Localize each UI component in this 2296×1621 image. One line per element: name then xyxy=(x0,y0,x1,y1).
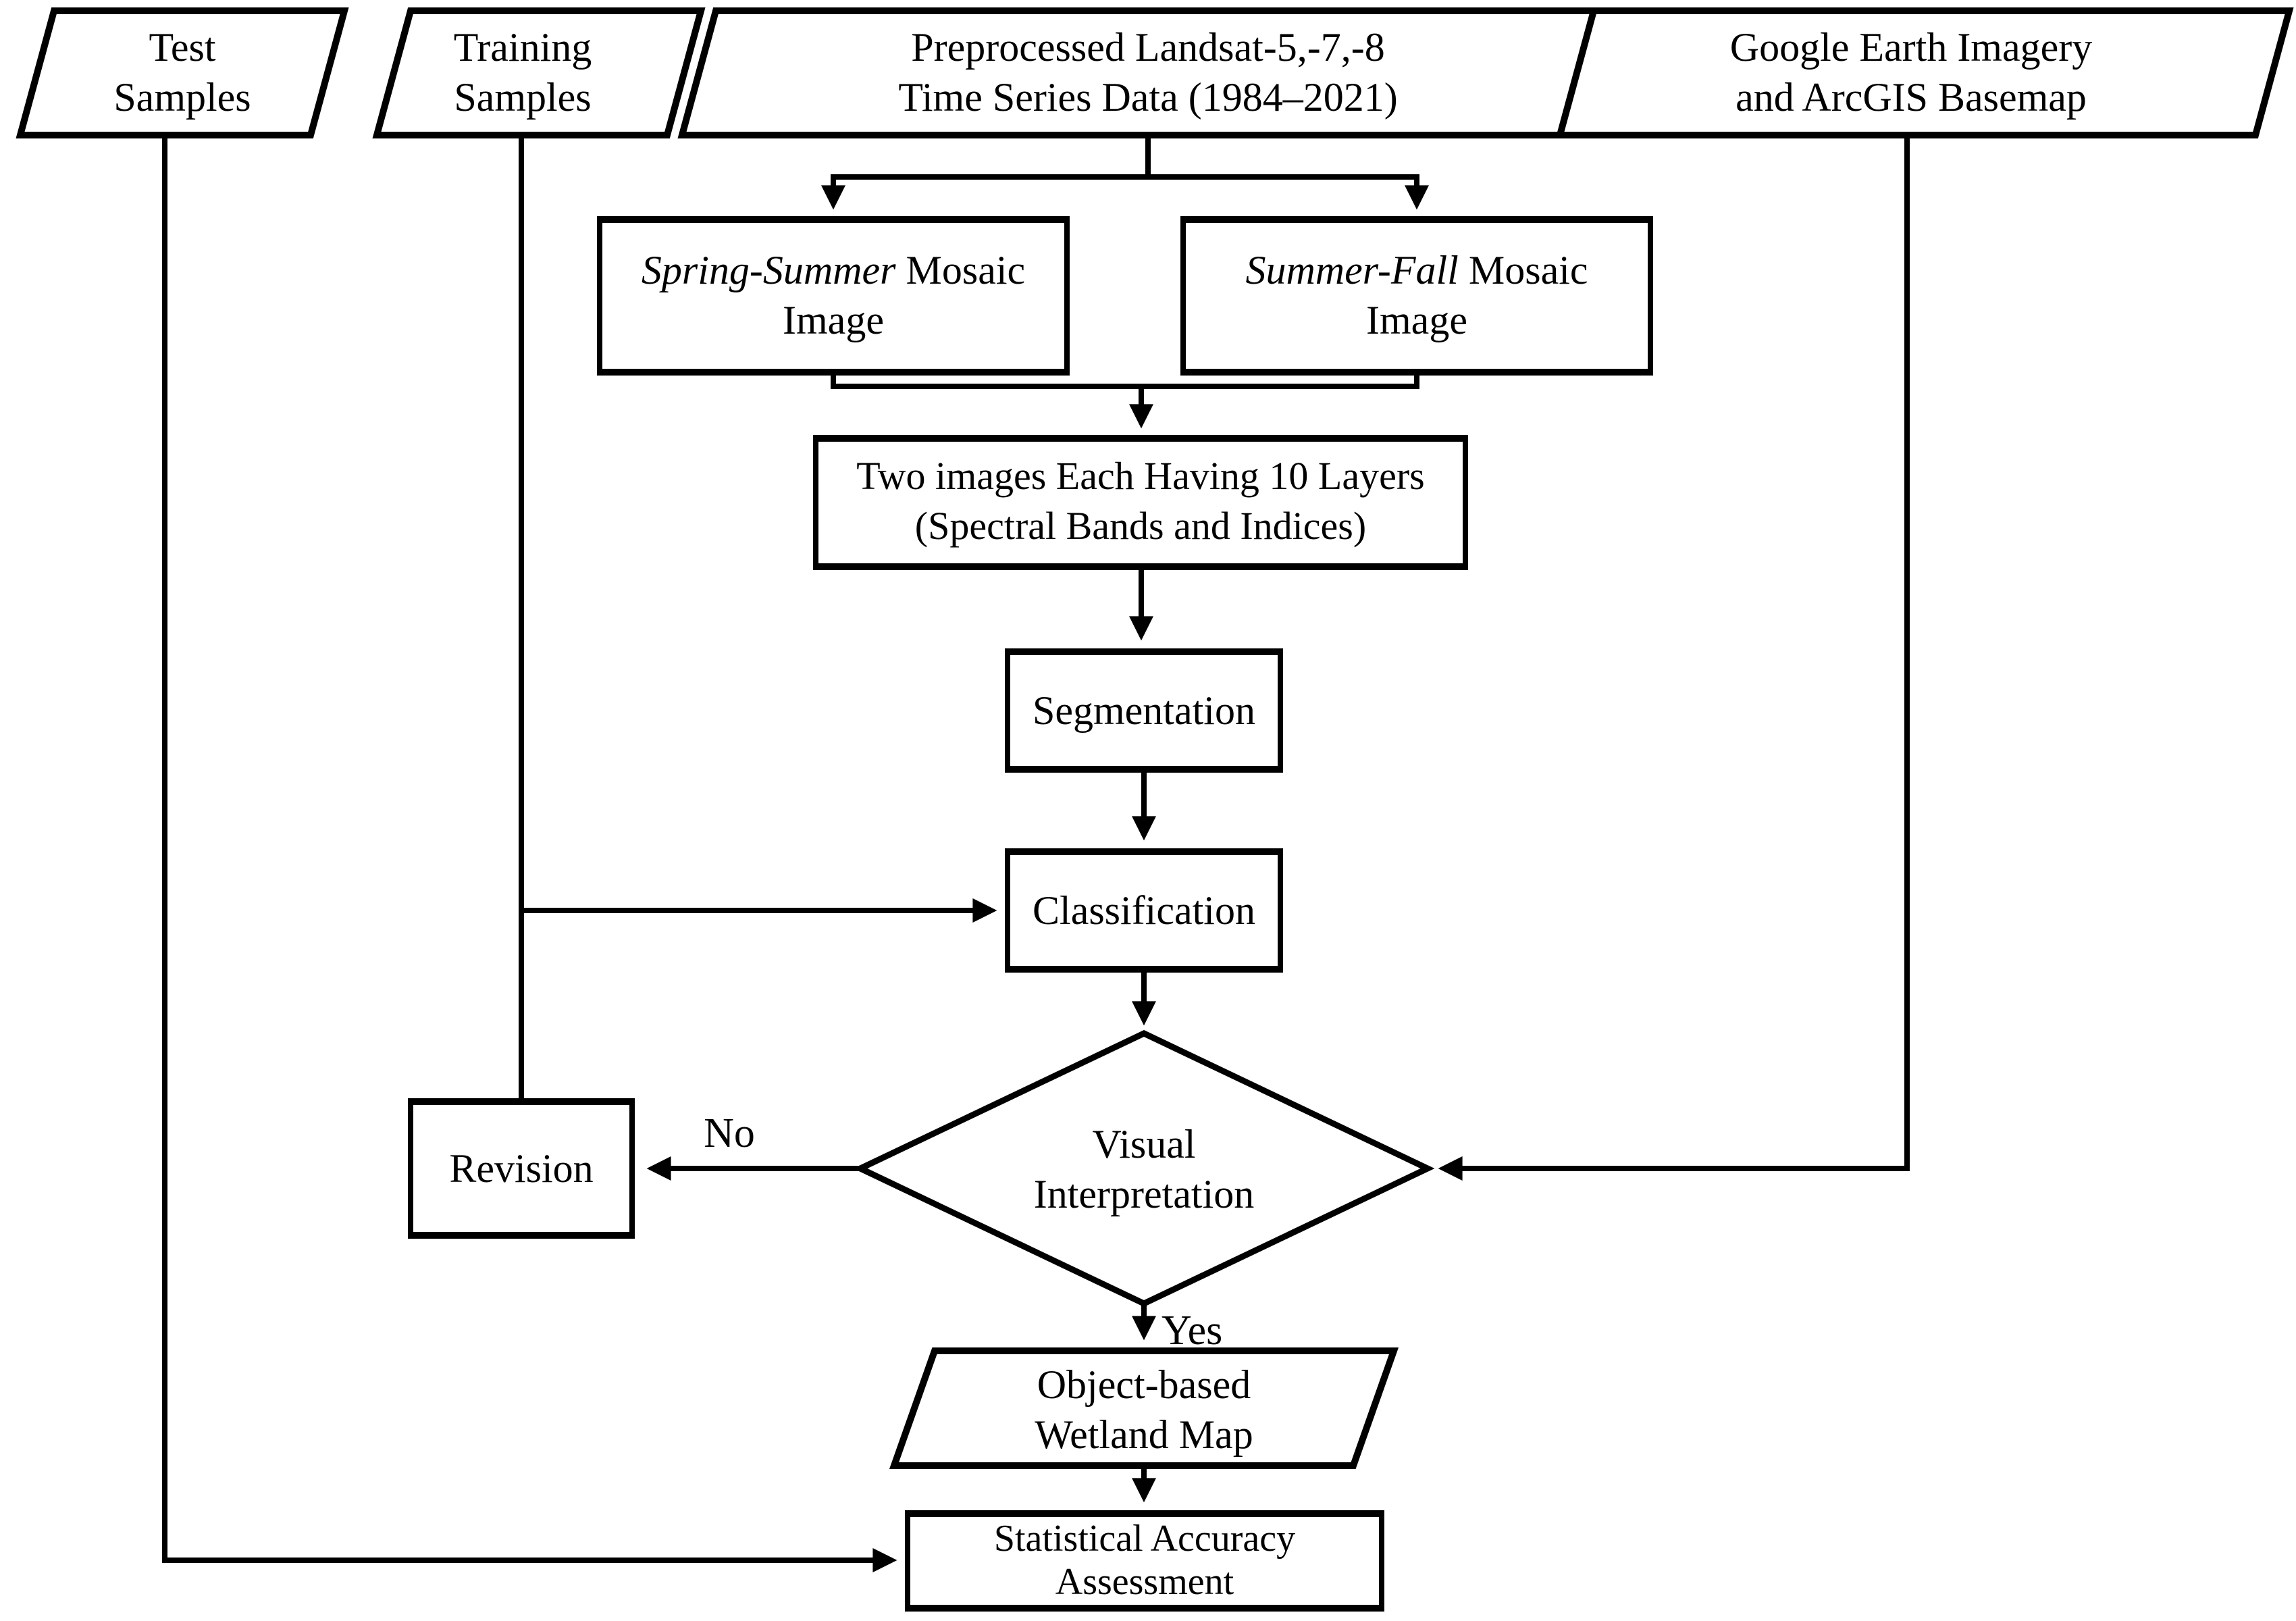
node-spring-summer-mosaic: Spring-Summer Mosaic Image xyxy=(597,216,1070,376)
visual-line2: Interpretation xyxy=(1033,1173,1255,1217)
fall-mosaic-line2: Image xyxy=(1366,299,1467,343)
spring-mosaic-line2: Image xyxy=(783,299,884,343)
classification-label: Classification xyxy=(1033,888,1255,933)
test-samples-label: Test Samples xyxy=(27,23,338,123)
google-earth-line2: and ArcGIS Basemap xyxy=(1736,76,2087,120)
fall-mosaic-italic-text: Summer-Fall xyxy=(1245,249,1459,293)
google-earth-line1: Google Earth Imagery xyxy=(1729,26,2093,70)
node-statistical-accuracy: Statistical Accuracy Assessment xyxy=(905,1510,1384,1612)
wetland-map-shape xyxy=(889,1347,1399,1469)
training-samples-label: Training Samples xyxy=(367,23,678,123)
google-earth-shape xyxy=(1555,7,2294,138)
fall-mosaic-regular-text: Mosaic xyxy=(1458,249,1588,293)
spring-mosaic-italic-text: Spring-Summer xyxy=(641,249,896,293)
visual-interpretation-label: Visual Interpretation xyxy=(941,1120,1347,1220)
training-samples-shape xyxy=(372,7,706,138)
accuracy-line1: Statistical Accuracy xyxy=(993,1518,1296,1560)
test-samples-shape xyxy=(16,7,349,138)
revision-label: Revision xyxy=(449,1146,594,1191)
edge-google-to-visual xyxy=(1438,135,1910,1181)
wetland-map-line1: Object-based xyxy=(1037,1363,1251,1408)
spring-mosaic-line1: Spring-Summer Mosaic xyxy=(642,246,1025,296)
test-samples-line1: Test xyxy=(149,26,216,70)
node-segmentation: Segmentation xyxy=(1005,648,1283,773)
test-samples-line2: Samples xyxy=(113,76,251,120)
landsat-data-label: Preprocessed Landsat-5,-7,-8 Time Series… xyxy=(689,23,1607,123)
node-classification: Classification xyxy=(1005,848,1283,973)
edge-test-to-assessment xyxy=(162,135,897,1572)
segmentation-label: Segmentation xyxy=(1033,688,1255,733)
training-samples-line1: Training xyxy=(453,26,592,70)
training-samples-line2: Samples xyxy=(454,76,592,120)
fall-mosaic-line1: Summer-Fall Mosaic xyxy=(1245,246,1588,296)
spring-mosaic-regular-text: Mosaic xyxy=(895,249,1026,293)
wetland-map-label: Object-based Wetland Map xyxy=(908,1360,1380,1460)
layers-line2: (Spectral Bands and Indices) xyxy=(914,505,1367,548)
google-earth-label: Google Earth Imagery and ArcGIS Basemap xyxy=(1600,23,2222,123)
yes-branch-label: Yes xyxy=(1162,1306,1223,1354)
layers-line1: Two images Each Having 10 Layers xyxy=(856,455,1425,498)
no-branch-label: No xyxy=(704,1109,755,1156)
wetland-map-line2: Wetland Map xyxy=(1035,1413,1253,1458)
landsat-line1: Preprocessed Landsat-5,-7,-8 xyxy=(911,26,1385,70)
node-two-images-layers: Two images Each Having 10 Layers (Spectr… xyxy=(813,435,1468,570)
accuracy-line2: Assessment xyxy=(1055,1561,1234,1603)
visual-line1: Visual xyxy=(1092,1123,1196,1167)
node-revision: Revision xyxy=(408,1098,635,1239)
node-summer-fall-mosaic: Summer-Fall Mosaic Image xyxy=(1180,216,1653,376)
landsat-line2: Time Series Data (1984–2021) xyxy=(898,76,1398,120)
